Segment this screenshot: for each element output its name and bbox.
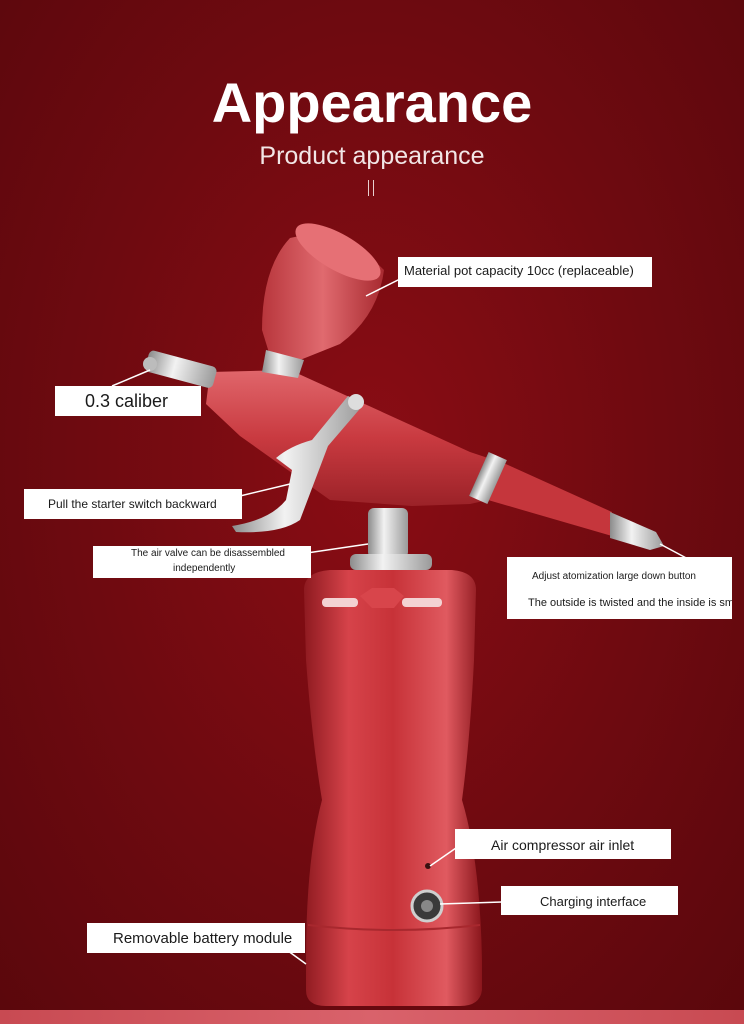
callout-starter-switch-label: Pull the starter switch backward (48, 497, 217, 511)
callout-battery: Removable battery module (87, 923, 305, 953)
page-subtitle: Product appearance (259, 142, 485, 170)
callout-air-inlet-label: Air compressor air inlet (491, 837, 635, 853)
page-title: Appearance (211, 71, 533, 134)
callout-starter-switch: Pull the starter switch backward (24, 489, 242, 519)
callout-air-valve: The air valve can be disassembled indepe… (93, 546, 311, 578)
callout-charging: Charging interface (501, 886, 678, 915)
callout-air-inlet: Air compressor air inlet (455, 829, 671, 859)
callout-caliber: 0.3 caliber (55, 386, 201, 416)
title-divider (367, 180, 377, 196)
callout-air-valve-line2: independently (173, 563, 236, 574)
trigger (232, 396, 364, 533)
callout-adjust-button-label: Adjust atomization large down button (532, 571, 696, 582)
callout-adjust-button: Adjust atomization large down button The… (507, 557, 732, 619)
callout-charging-label: Charging interface (540, 894, 647, 909)
callout-material-pot: Material pot capacity 10cc (replaceable) (398, 257, 652, 287)
battery-body (304, 570, 482, 1006)
callout-battery-label: Removable battery module (113, 930, 293, 947)
bottom-band (0, 1010, 744, 1024)
callout-adjust-note-label: The outside is twisted and the inside is… (528, 597, 732, 609)
callout-material-pot-label: Material pot capacity 10cc (replaceable) (404, 263, 634, 278)
callout-air-valve-line1: The air valve can be disassembled (131, 548, 285, 559)
callout-caliber-label: 0.3 caliber (85, 391, 169, 411)
